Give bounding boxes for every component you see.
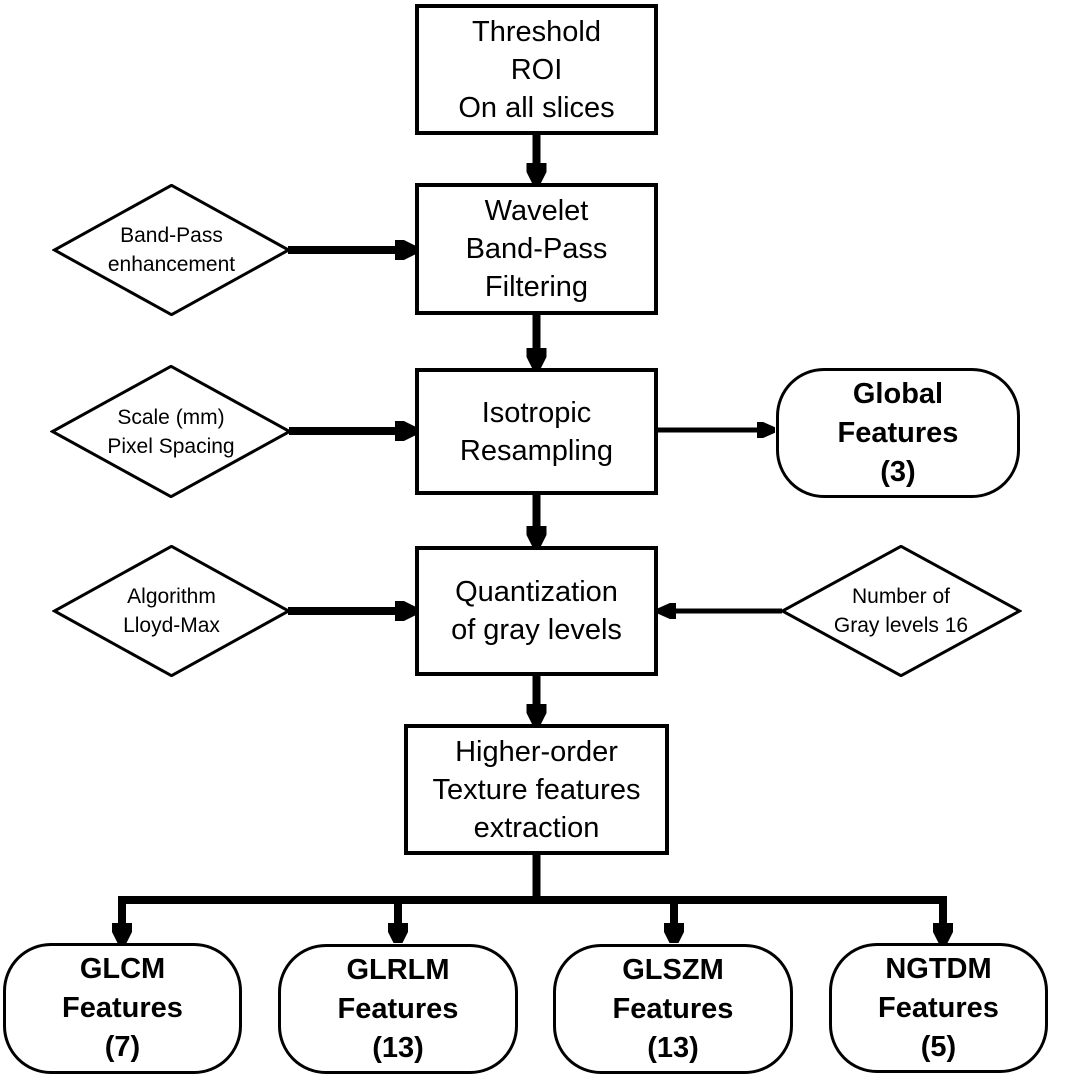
node-global-features-line: (3): [880, 455, 916, 488]
diamond-shape: [50, 365, 292, 498]
node-global-features: Global Features (3): [776, 368, 1020, 498]
node-threshold-line: Threshold: [472, 15, 601, 48]
param-number-of-gray-levels: Number of Gray levels 16: [780, 545, 1022, 677]
node-glcm-features: GLCM Features (7): [3, 943, 242, 1074]
node-glcm-features-line: GLCM: [79, 953, 166, 985]
param-gray-levels-line: Number of: [851, 585, 951, 608]
node-isotropic-line: Resampling: [459, 434, 614, 467]
node-ngtdm-features-line: Features: [878, 991, 999, 1024]
diamond-shape: [780, 545, 1022, 677]
node-wavelet-line: Wavelet: [484, 195, 589, 227]
node-quantization-line: Quantization: [455, 576, 618, 608]
param-band-pass-line: enhancement: [107, 253, 236, 276]
param-band-pass-line: Band-Pass: [120, 224, 223, 247]
node-global-features-line: Global: [852, 377, 944, 410]
node-glcm-features-line: Features: [62, 992, 183, 1024]
node-glrlm-features: GLRLM Features (13): [278, 944, 518, 1074]
node-ngtdm-features-line: (5): [920, 1030, 957, 1063]
node-isotropic: Isotropic Resampling: [415, 368, 658, 495]
node-ngtdm-features: NGTDM Features (5): [829, 943, 1048, 1073]
param-algorithm-line: Lloyd-Max: [123, 614, 220, 637]
node-glszm-features-line: GLSZM: [622, 953, 724, 986]
param-scale-line: Scale (mm): [117, 405, 225, 429]
node-threshold: Threshold ROI On all slices: [415, 4, 658, 135]
node-glszm-features-line: (13): [647, 1031, 699, 1064]
node-higher-order-line: Higher-order: [455, 735, 618, 768]
node-higher-order-line: Texture features: [432, 773, 641, 806]
param-band-pass-enhancement: Band-Pass enhancement: [52, 184, 291, 316]
node-glcm-features-line: (7): [104, 1031, 141, 1063]
node-glszm-features: GLSZM Features (13): [553, 944, 793, 1074]
diamond-shape: [52, 184, 291, 316]
node-higher-order-line: extraction: [473, 811, 600, 844]
node-glszm-features-line: Features: [612, 992, 734, 1025]
param-algorithm-lloyd-max: Algorithm Lloyd-Max: [52, 545, 291, 677]
node-isotropic-line: Isotropic: [481, 396, 592, 429]
node-ngtdm-features-line: NGTDM: [885, 952, 992, 985]
param-algorithm-line: Algorithm: [127, 585, 216, 608]
node-quantization-line: of gray levels: [451, 614, 622, 646]
node-glrlm-features-line: (13): [372, 1031, 424, 1064]
param-scale-pixel-spacing: Scale (mm) Pixel Spacing: [50, 365, 292, 498]
param-gray-levels-line: Gray levels 16: [833, 614, 969, 637]
node-glrlm-features-line: Features: [337, 992, 459, 1025]
param-scale-line: Pixel Spacing: [107, 434, 235, 458]
node-threshold-line: On all slices: [458, 91, 615, 124]
node-wavelet-line: Band-Pass: [465, 233, 608, 265]
node-global-features-line: Features: [837, 416, 959, 449]
node-glrlm-features-line: GLRLM: [346, 953, 450, 986]
node-quantization: Quantization of gray levels: [415, 546, 658, 676]
node-wavelet-line: Filtering: [484, 271, 589, 303]
node-wavelet: Wavelet Band-Pass Filtering: [415, 183, 658, 315]
node-threshold-line: ROI: [510, 53, 563, 86]
node-higher-order: Higher-order Texture features extraction: [404, 724, 669, 855]
diamond-shape: [52, 545, 291, 677]
